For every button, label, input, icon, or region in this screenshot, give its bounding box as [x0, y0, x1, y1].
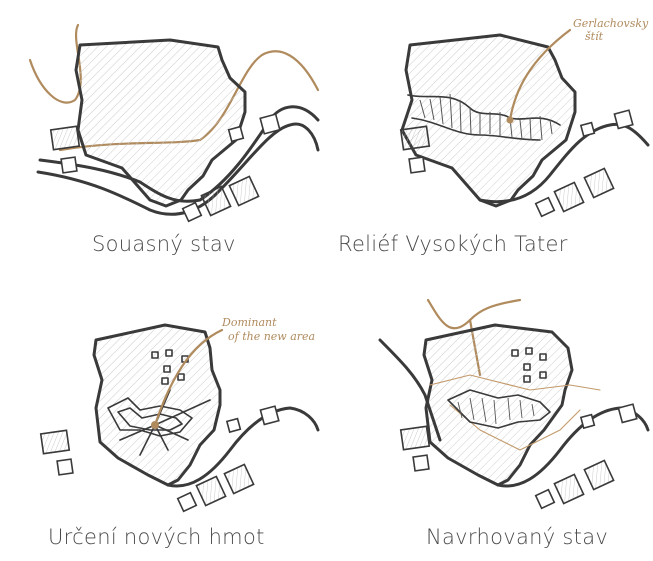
terrain-contour — [30, 25, 81, 103]
caption-new-masses: Určení nových hmot — [48, 525, 265, 549]
building — [57, 459, 73, 475]
caption-current-state: Souasný stav — [92, 232, 236, 256]
sketch-new-masses: Dominant of the new area — [0, 280, 330, 561]
peak-marker — [507, 117, 514, 124]
building — [409, 157, 425, 173]
building — [224, 464, 253, 493]
building — [584, 460, 613, 489]
path-route — [428, 300, 520, 328]
panel-new-masses: Dominant of the new area Určení nových h… — [0, 280, 330, 561]
building — [196, 476, 225, 505]
building — [536, 490, 555, 509]
building — [201, 186, 230, 215]
building — [554, 182, 583, 211]
panel-proposed-state: Navrhovaný stav — [330, 280, 653, 561]
building — [554, 474, 583, 503]
caption-tatra-relief: Reliéf Vysokých Tater — [338, 232, 568, 256]
building — [229, 176, 258, 205]
building — [401, 426, 430, 449]
building — [413, 455, 429, 471]
annotation-dominant-line1: Dominant — [221, 316, 277, 329]
building — [401, 126, 430, 149]
building — [51, 126, 80, 149]
building — [61, 157, 77, 173]
building — [260, 114, 280, 134]
annotation-peak-name: Gerlachovsky — [573, 17, 649, 30]
building — [614, 110, 632, 128]
building — [41, 430, 70, 453]
building — [536, 198, 555, 217]
site-plot — [76, 40, 245, 206]
building — [581, 123, 594, 136]
building — [178, 493, 197, 512]
building — [581, 415, 594, 428]
annotation-peak-type: štít — [585, 30, 604, 43]
panel-tatra-relief: Gerlachovsky štít Reliéf Vysokých Tater — [330, 0, 653, 280]
building — [227, 419, 240, 432]
sketch-proposed-state — [330, 280, 653, 561]
annotation-dominant-line2: of the new area — [228, 330, 315, 343]
caption-proposed-state: Navrhovaný stav — [426, 525, 608, 549]
panel-current-state: Souasný stav — [0, 0, 330, 280]
building — [260, 406, 278, 424]
building — [183, 203, 202, 222]
building — [584, 168, 613, 197]
building — [618, 404, 636, 422]
building — [229, 127, 244, 142]
